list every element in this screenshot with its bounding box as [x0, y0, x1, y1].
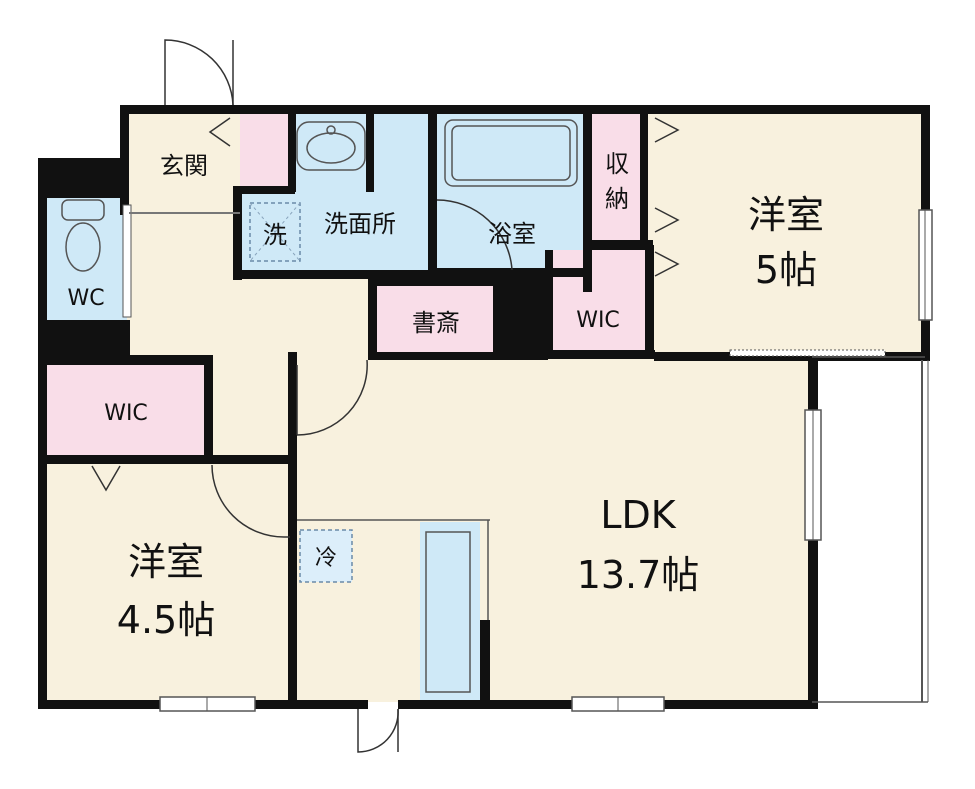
wall-washroom-divider [288, 112, 296, 192]
wall-washroom-mid [366, 112, 374, 192]
kitchen-counter-fill [420, 522, 480, 702]
wic-right-fill [550, 250, 650, 352]
wall-left-wc [38, 158, 47, 358]
ldk-door-icon [296, 359, 368, 436]
wall-storage-right [640, 112, 648, 247]
bathtub-icon [444, 119, 578, 187]
wall-washroom-pink-bottom [233, 186, 295, 194]
wall-bath-left [428, 112, 437, 272]
kitchen-wall-stub [480, 620, 490, 702]
study-fill [375, 285, 495, 355]
label-genkan: 玄関 [160, 152, 208, 180]
fixtures [61, 119, 578, 702]
room-labels: 玄関 WC 洗面所 洗 浴室 収 納 洋室 5帖 書斎 WIC WIC 洋室 4… [67, 150, 824, 642]
western-room-45-fill [45, 458, 292, 702]
wall-study-left [368, 270, 377, 360]
fridge-space-icon [299, 529, 353, 583]
wall-bath-right [583, 112, 592, 292]
wash-basin-icon [296, 121, 366, 171]
wall-wic-right-right [645, 245, 654, 357]
wall-top-main [120, 105, 930, 114]
wall-genkan-left [120, 105, 129, 215]
wall-wic-right-left [545, 250, 553, 357]
washer-space-icon [249, 202, 301, 262]
ldk-fill [292, 357, 812, 702]
wall-wic-left-top [38, 355, 213, 365]
wall-wic-left-right [204, 355, 213, 463]
label-western5-name: 洋室 [748, 193, 824, 237]
wall-left-lower [38, 355, 47, 709]
wall-wc-top [38, 158, 128, 198]
label-western45-size: 4.5帖 [117, 598, 215, 642]
label-western45-name: 洋室 [128, 540, 204, 584]
sliding-door-western5 [729, 349, 886, 357]
wall-storage-bottom [583, 240, 653, 250]
washer-cross2-icon [249, 202, 301, 262]
windows [122, 204, 933, 712]
wall-wic-right-bottom [545, 350, 655, 359]
wall-washroom-left [233, 190, 242, 280]
wall-washroom-bottom [233, 270, 383, 279]
storage-door-lower-icon [654, 207, 680, 233]
genkan-shoe-closet-icon [208, 117, 231, 147]
label-wic-right: WIC [576, 308, 620, 333]
label-wic-left: WIC [104, 401, 148, 426]
bath-door-icon [436, 199, 513, 271]
toilet-bowl-icon [65, 222, 101, 272]
label-western5-size: 5帖 [755, 248, 817, 292]
label-fridge: 冷 [315, 546, 337, 571]
storage-fill [592, 112, 640, 242]
kitchen-sink-icon [425, 531, 471, 693]
wall-study-bottom [368, 352, 548, 360]
toilet-tank-icon [61, 199, 105, 221]
wic-left-fill [45, 365, 205, 458]
bath-fill [435, 112, 585, 270]
kitchen-back-door-icon [357, 708, 399, 753]
wall-western45-top [38, 455, 296, 464]
doors [91, 39, 680, 753]
storage-door-upper-icon [654, 117, 680, 143]
wic-left-door-icon [91, 465, 121, 492]
label-ldk-size: 13.7帖 [577, 553, 700, 597]
label-bath: 浴室 [488, 220, 536, 248]
label-ldk-name: LDK [600, 493, 676, 537]
wall-ldk-left [288, 352, 297, 709]
label-washer: 洗 [263, 221, 287, 249]
bathtub-inner-icon [451, 125, 571, 181]
label-washroom: 洗面所 [324, 210, 396, 238]
washroom-pink-fill [240, 112, 295, 190]
faucet-icon [326, 125, 336, 135]
label-wc: WC [67, 286, 104, 311]
window-wc [122, 204, 132, 318]
wall-study-right [493, 270, 550, 355]
balcony-fill [812, 357, 925, 702]
wic-right-door-icon [654, 251, 680, 277]
wc-fill [45, 190, 127, 320]
western45-door-icon [211, 464, 285, 538]
wash-basin-bowl-icon [306, 132, 356, 164]
western-room-5-fill [640, 112, 925, 357]
label-storage-line1: 収 [605, 150, 629, 178]
entrance-door-icon [164, 39, 234, 106]
label-study: 書斎 [412, 309, 460, 337]
label-storage-line2: 納 [605, 185, 629, 213]
